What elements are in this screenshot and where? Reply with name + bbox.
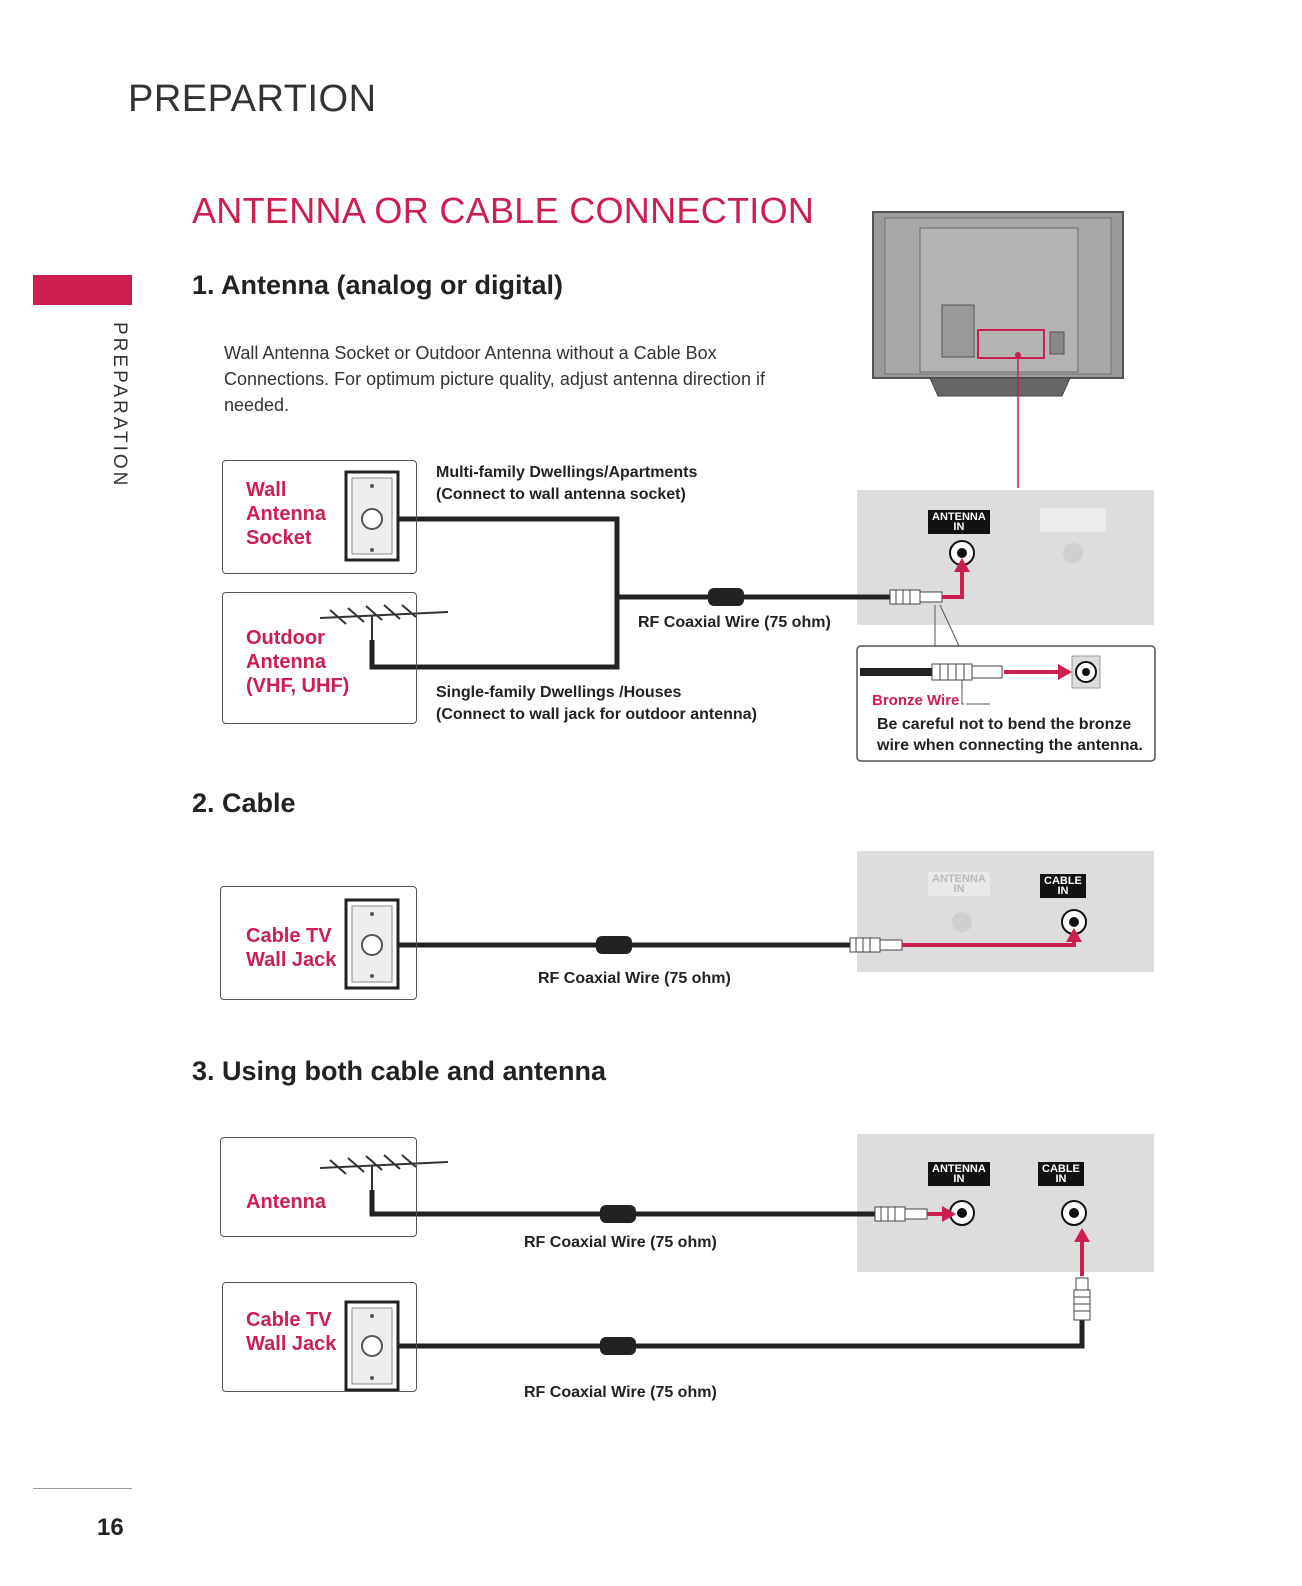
caption-line: (Connect to wall antenna socket)	[436, 486, 686, 503]
port-label-line: IN	[953, 883, 965, 895]
port-label-line: ANTENNA	[932, 873, 986, 885]
caption-line: Multi-family Dwellings/Apartments	[436, 464, 698, 481]
outdoor-antenna-box	[222, 592, 417, 724]
wall-plate-icon	[344, 470, 400, 562]
s3-antenna-connector	[874, 1206, 928, 1222]
port-label-line: ANTENNA	[932, 1163, 986, 1175]
label-line: Socket	[246, 527, 312, 549]
s2-coax-connector	[849, 937, 903, 953]
s3-antenna-box	[220, 1137, 417, 1237]
bronze-wire-connector	[931, 663, 1003, 681]
label-line: Wall Jack	[246, 949, 337, 971]
s3-antenna-label: Antenna	[246, 1190, 326, 1214]
s2-wire-label: RF Coaxial Wire (75 ohm)	[538, 970, 731, 987]
s2-antenna-in-label: ANTENNA IN	[928, 872, 990, 896]
s3-cable-wall-jack-label: Cable TV Wall Jack	[246, 1308, 336, 1356]
cable-wall-jack-box	[220, 886, 417, 1000]
s3-antenna-in-label: ANTENNA IN	[928, 1162, 990, 1186]
s1-coax-wires	[369, 516, 890, 670]
side-tab-marker	[33, 275, 132, 305]
s3-wire-label-1: RF Coaxial Wire (75 ohm)	[524, 1234, 717, 1251]
side-tab-label: PREPARATION	[109, 322, 130, 489]
port-label-line: IN	[953, 521, 965, 533]
label-line: Wall	[246, 479, 287, 501]
antenna-icon	[319, 604, 449, 640]
label-line: Wall Jack	[246, 1333, 337, 1355]
label-line: Antenna	[246, 651, 326, 673]
s3-wire-label-2: RF Coaxial Wire (75 ohm)	[524, 1384, 717, 1401]
s3-cable-connector	[1073, 1277, 1091, 1321]
s3-cable-wall-jack-box	[222, 1282, 417, 1392]
label-line: Outdoor	[246, 627, 325, 649]
port-label-line: IN	[1057, 885, 1069, 897]
label-line: Antenna	[246, 1191, 326, 1213]
tv-back-illustration	[872, 211, 1124, 488]
port-label-line: IN	[1055, 1173, 1067, 1185]
caption-line: (Connect to wall jack for outdoor antenn…	[436, 706, 757, 723]
wall-antenna-socket-label: Wall Antenna Socket	[246, 478, 326, 550]
section1-description: Wall Antenna Socket or Outdoor Antenna w…	[224, 343, 765, 415]
section1-title: 1. Antenna (analog or digital)	[192, 270, 564, 300]
port-label-line: CABLE	[1042, 1163, 1080, 1175]
label-line: Cable TV	[246, 925, 332, 947]
label-line: Antenna	[246, 503, 326, 525]
cable-wall-jack-label: Cable TV Wall Jack	[246, 924, 336, 972]
caption-line: Single-family Dwellings /Houses	[436, 684, 682, 701]
antenna-icon	[319, 1154, 449, 1190]
single-family-caption: Single-family Dwellings /Houses (Connect…	[436, 682, 757, 726]
s1-coax-connector	[889, 589, 943, 605]
wall-plate-icon	[344, 898, 400, 990]
label-line: (VHF, UHF)	[246, 675, 350, 697]
port-label-line: IN	[953, 1173, 965, 1185]
page-header-title: PREPARTION	[128, 78, 377, 120]
wall-plate-icon	[344, 1300, 400, 1392]
s3-cable-in-label: CABLE IN	[1038, 1162, 1084, 1186]
label-line: Cable TV	[246, 1309, 332, 1331]
bronze-wire-note: Be careful not to bend the bronze wire w…	[877, 716, 1143, 754]
s2-cable-in-label: CABLE IN	[1040, 874, 1086, 898]
section2-title: 2. Cable	[192, 788, 296, 818]
multi-family-caption: Multi-family Dwellings/Apartments (Conne…	[436, 462, 697, 506]
footer-divider	[33, 1488, 132, 1489]
port-label-line: CABLE	[1044, 875, 1082, 887]
outdoor-antenna-label: Outdoor Antenna (VHF, UHF)	[246, 626, 349, 698]
s1-wire-label: RF Coaxial Wire (75 ohm)	[638, 614, 831, 631]
main-title: ANTENNA OR CABLE CONNECTION	[192, 190, 815, 231]
port-label-line: ANTENNA	[932, 511, 986, 523]
wall-antenna-socket-box	[222, 460, 417, 574]
page-number: 16	[97, 1514, 124, 1541]
section3-title: 3. Using both cable and antenna	[192, 1056, 607, 1086]
s1-antenna-in-label: ANTENNA IN	[928, 510, 990, 534]
s2-input-panel	[857, 851, 1154, 972]
s3-input-panel	[857, 1134, 1154, 1272]
s1-input-panel	[857, 490, 1154, 625]
bronze-wire-label: Bronze Wire	[872, 692, 960, 709]
